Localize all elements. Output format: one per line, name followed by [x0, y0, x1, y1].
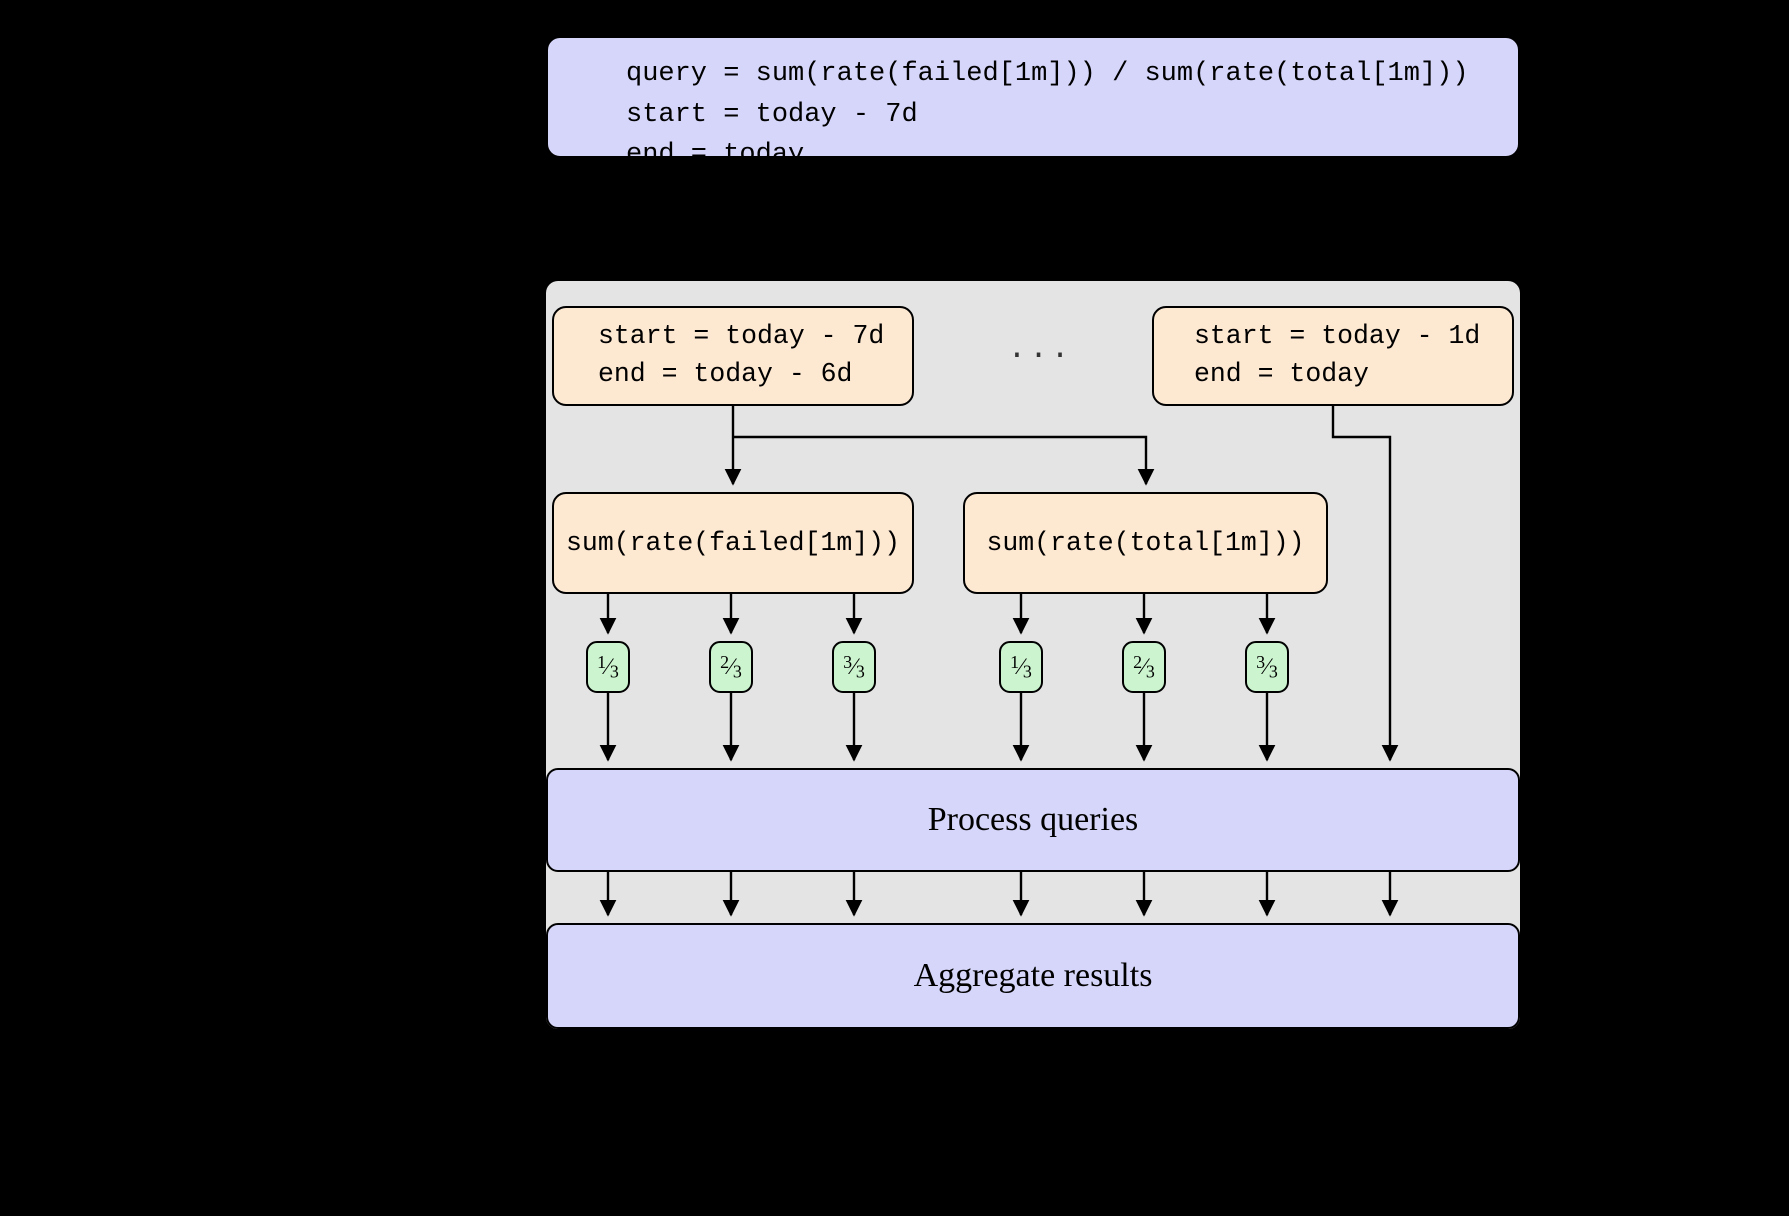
shard-range-end-first: end = today - 6d	[598, 359, 853, 389]
fragment-chip-total-3: 3⁄3	[1245, 641, 1289, 693]
fragment-fraction: 3⁄3	[843, 651, 865, 682]
query-config-line-3: end = today	[626, 140, 805, 170]
fragment-chip-failed-2: 2⁄3	[709, 641, 753, 693]
shard-range-box-last: start = today - 1d end = today	[1152, 306, 1514, 406]
fragment-fraction: 2⁄3	[720, 651, 742, 682]
shard-range-start-first: start = today - 7d	[598, 321, 885, 352]
subquery-box-total: sum(rate(total[1m]))	[963, 492, 1328, 594]
aggregate-results-box: Aggregate results	[546, 923, 1520, 1029]
shard-ellipsis: ...	[1007, 332, 1073, 367]
shard-range-box-first: start = today - 7d end = today - 6d	[552, 306, 914, 406]
fragment-chip-total-1: 1⁄3	[999, 641, 1043, 693]
query-config-line-1: query = sum(rate(failed[1m])) / sum(rate…	[626, 59, 1469, 89]
fragment-fraction: 2⁄3	[1133, 651, 1155, 682]
fragment-fraction: 3⁄3	[1256, 651, 1278, 682]
fragment-chip-total-2: 2⁄3	[1122, 641, 1166, 693]
fragment-fraction: 1⁄3	[1010, 651, 1032, 682]
query-config-box: query = sum(rate(failed[1m])) / sum(rate…	[546, 36, 1520, 170]
shard-range-end-last: end = today	[1194, 359, 1369, 389]
fragment-chip-failed-3: 3⁄3	[832, 641, 876, 693]
subquery-box-failed: sum(rate(failed[1m]))	[552, 492, 914, 594]
fragment-chip-failed-1: 1⁄3	[586, 641, 630, 693]
query-config-line-2: start = today - 7d	[626, 99, 918, 130]
process-queries-box: Process queries	[546, 768, 1520, 872]
fragment-fraction: 1⁄3	[597, 651, 619, 682]
shard-range-start-last: start = today - 1d	[1194, 321, 1481, 352]
